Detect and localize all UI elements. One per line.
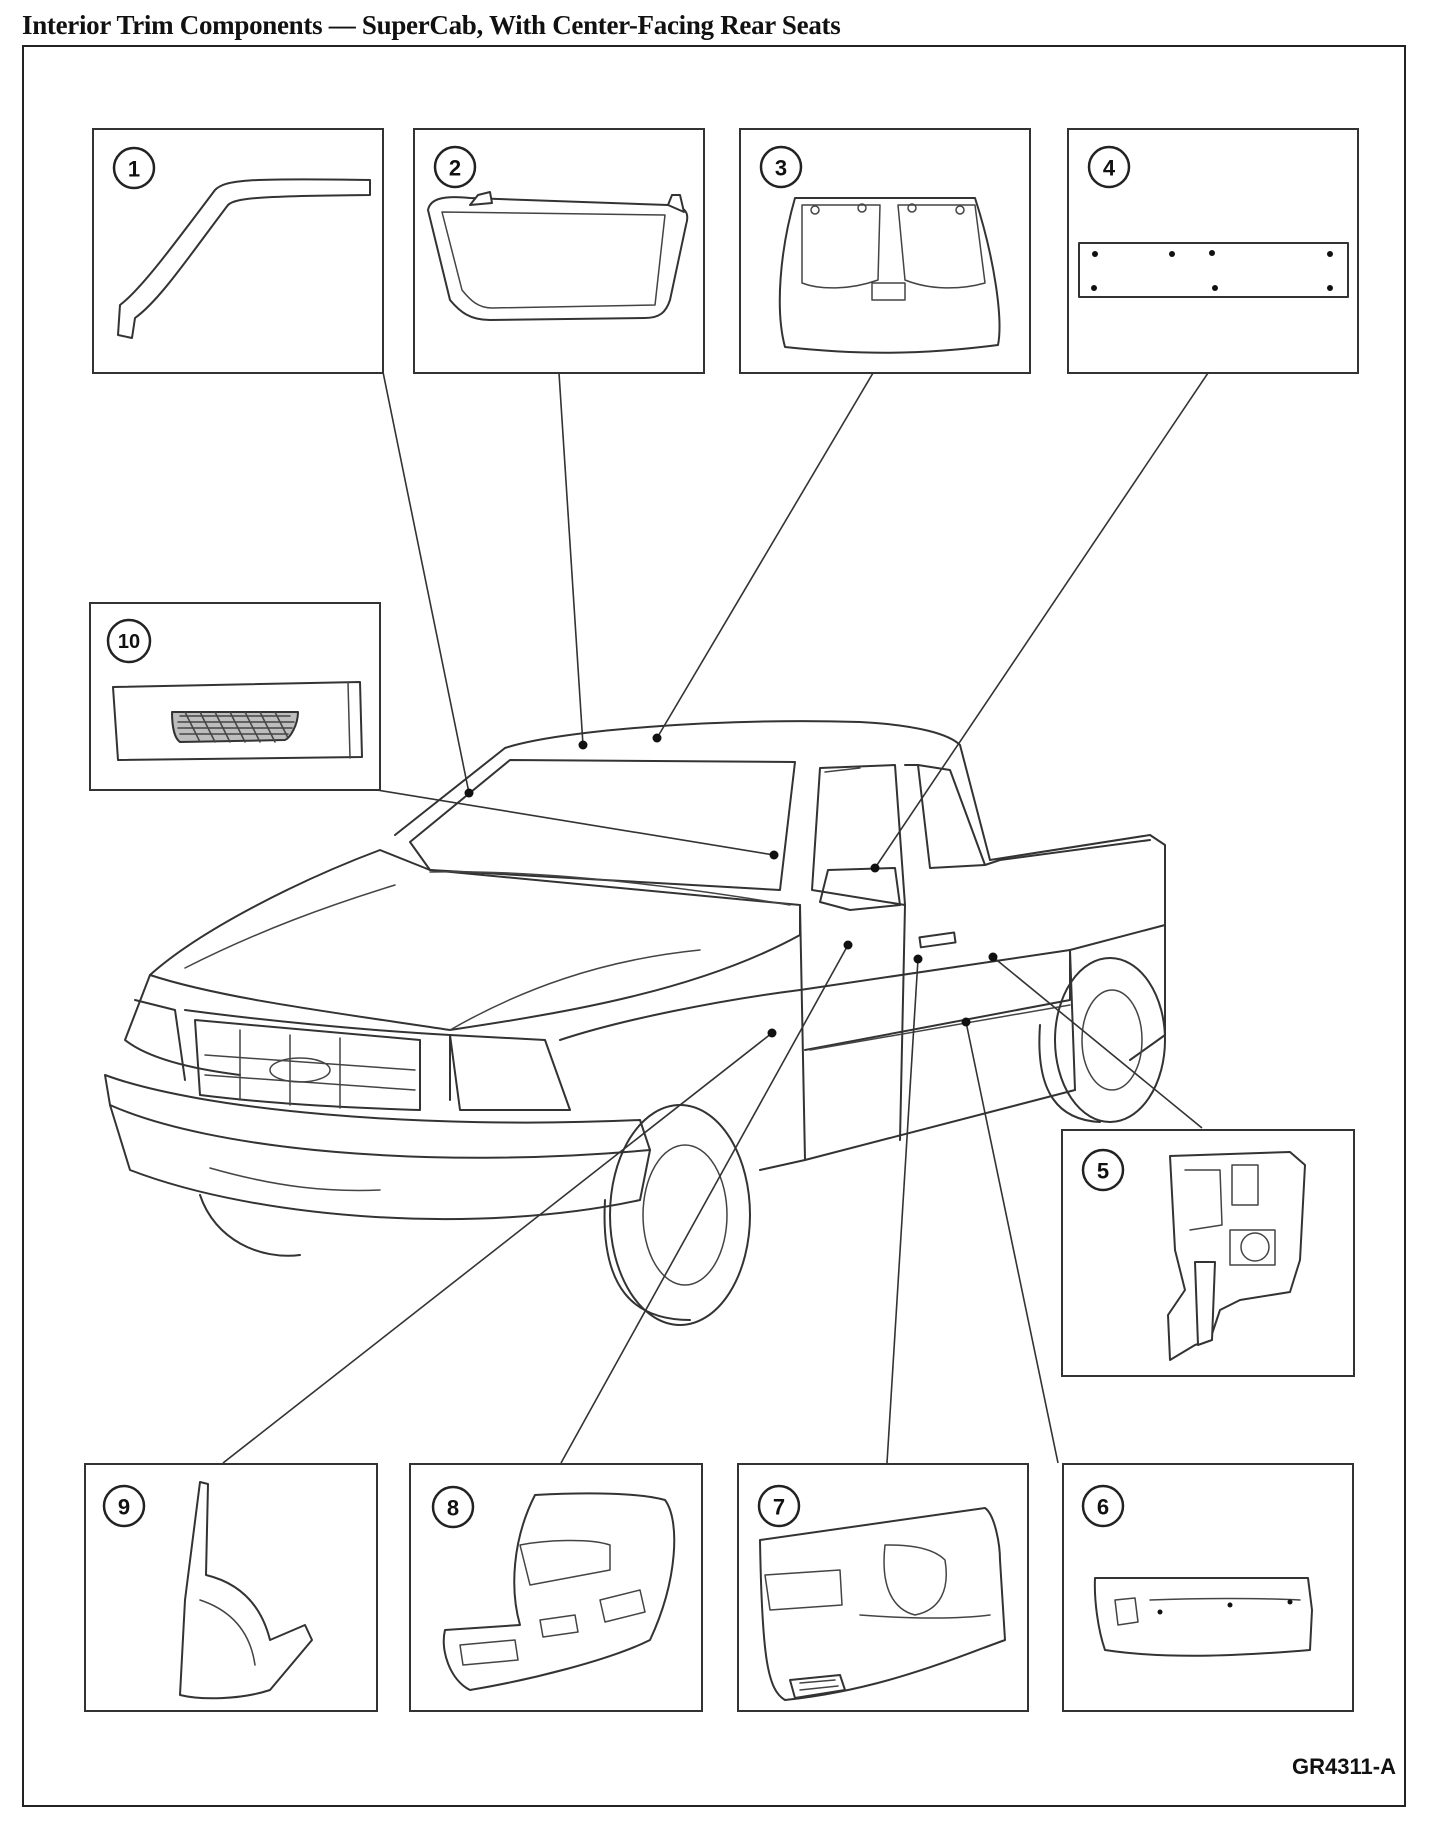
svg-text:5: 5 [1097, 1159, 1109, 1184]
attachment-points [464, 733, 998, 1038]
headliner-part [778, 197, 1001, 354]
quarter-lower-trim-part [1093, 1577, 1313, 1657]
callout-9: 9 [102, 1484, 146, 1528]
callout-2: 2 [433, 145, 477, 189]
callout-3: 3 [759, 145, 803, 189]
figure-frame [22, 45, 1406, 1807]
svg-text:9: 9 [118, 1495, 130, 1520]
callout-5: 5 [1081, 1148, 1125, 1192]
leader-lines [222, 371, 1209, 1464]
sun-visor-part [427, 196, 689, 321]
svg-text:4: 4 [1103, 156, 1116, 181]
svg-text:3: 3 [775, 156, 787, 181]
callout-6: 6 [1081, 1484, 1125, 1528]
callout-1: 1 [112, 146, 156, 190]
a-pillar-trim-part [117, 178, 371, 339]
svg-text:8: 8 [447, 1496, 459, 1521]
svg-text:2: 2 [449, 156, 461, 181]
door-trim-panel-part [759, 1507, 1006, 1701]
svg-text:7: 7 [773, 1495, 785, 1520]
callout-4: 4 [1087, 145, 1131, 189]
callout-7: 7 [757, 1484, 801, 1528]
callout-10: 10 [106, 618, 152, 664]
figure-code: GR4311-A [1292, 1754, 1396, 1779]
svg-text:1: 1 [128, 157, 140, 182]
cowl-side-trim-part [179, 1481, 313, 1700]
svg-text:6: 6 [1097, 1495, 1109, 1520]
callout-8: 8 [431, 1485, 475, 1529]
figure-title: Interior Trim Components — SuperCab, Wit… [22, 10, 841, 40]
pickup-truck-illustration [104, 720, 1166, 1326]
svg-text:10: 10 [118, 631, 140, 653]
